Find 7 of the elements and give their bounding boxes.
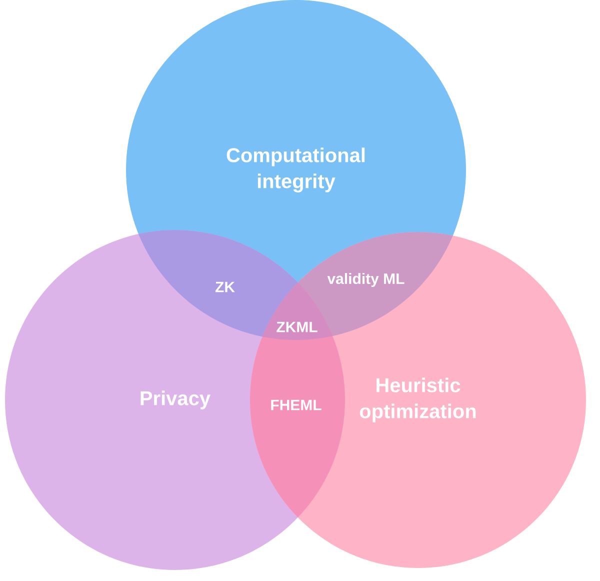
overlap-label: FHEML (271, 400, 322, 410)
overlap-label: ZKML (276, 322, 318, 332)
overlap-label: ZK (215, 282, 235, 292)
circle-label: Heuristic optimization (360, 378, 476, 422)
circle-label: Computational integrity (226, 148, 365, 192)
circle-label: Privacy (140, 390, 210, 410)
overlap-label: validity ML (327, 273, 404, 287)
